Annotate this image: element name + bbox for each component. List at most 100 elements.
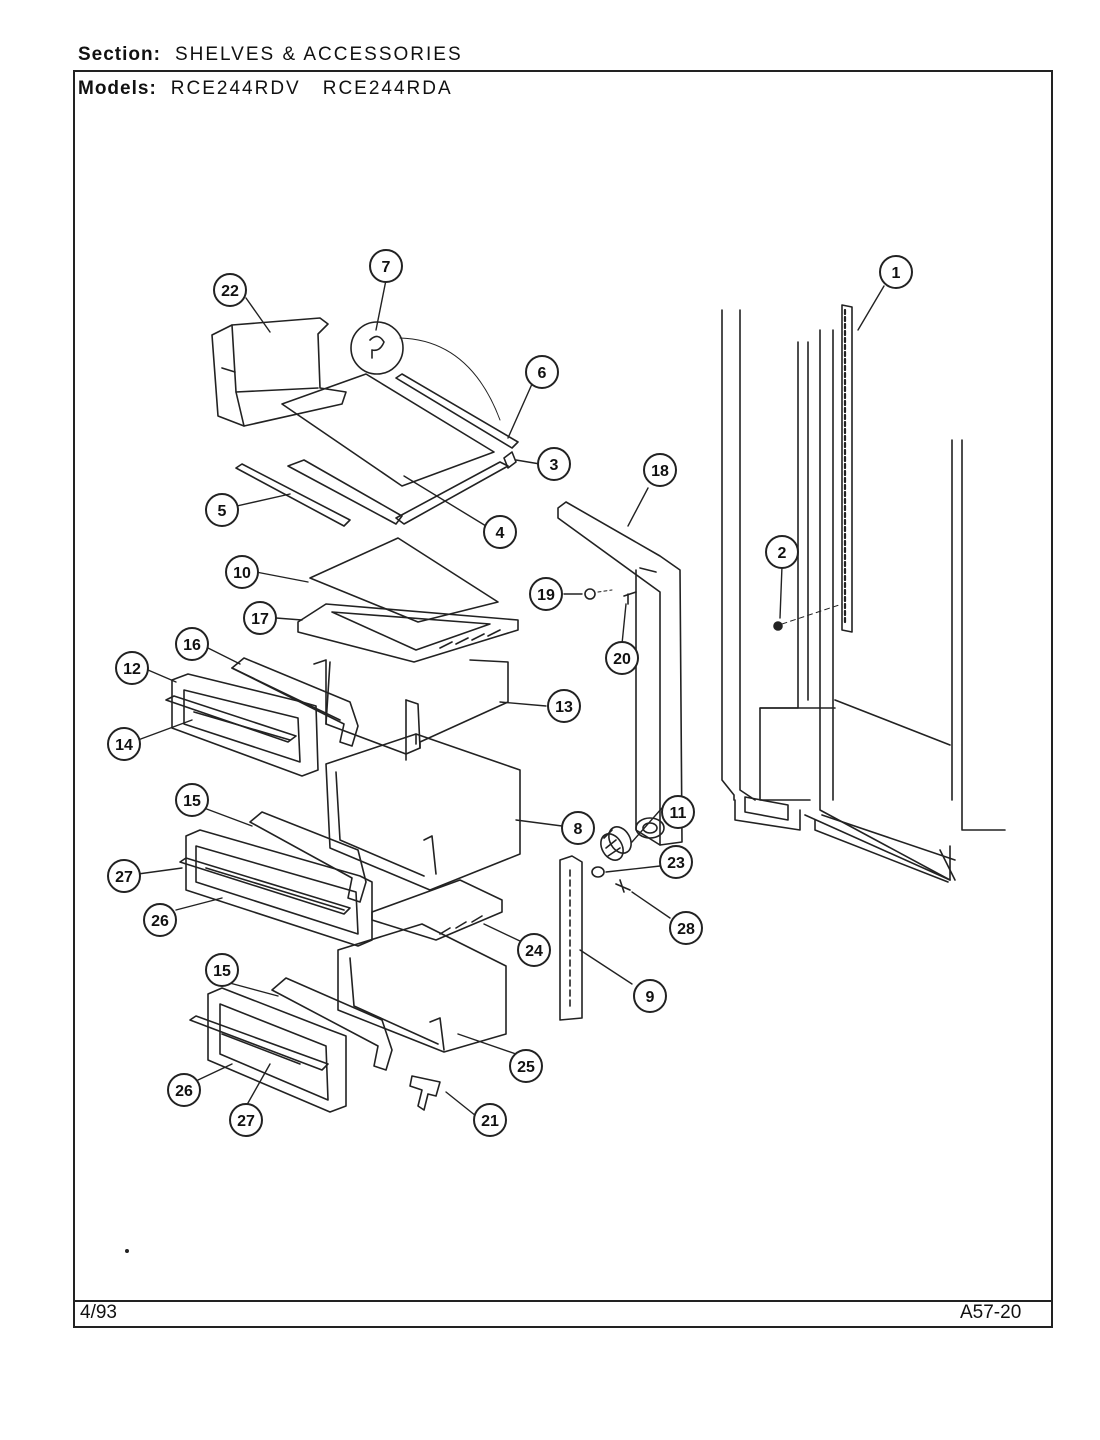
callout-16: 16: [175, 627, 209, 661]
callout-number-15-upper: 15: [183, 793, 201, 810]
page-code: A57-20: [960, 1302, 1022, 1323]
callout-24: 24: [517, 933, 551, 967]
callout-23: 23: [659, 845, 693, 879]
callout-circles: 1 2 3 4 5 6 7 8 9 10 11 12 13 14 15 15 1…: [107, 249, 913, 1137]
callout-22: 22: [213, 273, 247, 307]
clip-part-21: [409, 1075, 441, 1111]
glass-cover-part-10: [309, 537, 499, 623]
nut-part-23: [591, 866, 605, 878]
callout-number-18: 18: [651, 463, 669, 480]
callout-17: 17: [243, 601, 277, 635]
crisper-drawer-part-13: [313, 659, 509, 761]
callout-number-27-upper: 27: [115, 869, 133, 886]
callout-number-9: 9: [646, 989, 655, 1006]
callout-number-27-lower: 27: [237, 1113, 255, 1130]
models-label: Models:: [78, 78, 157, 99]
coupling-part-11: [600, 826, 632, 861]
drawer-front-part-12: [171, 673, 319, 777]
callout-6: 6: [525, 355, 559, 389]
callout-number-16: 16: [183, 637, 201, 654]
callout-4: 4: [483, 515, 517, 549]
footer-divider: [73, 1300, 1053, 1302]
callout-number-8: 8: [574, 821, 583, 838]
shelf-end-cap-part-22: [211, 317, 347, 427]
fastener-part-3: [503, 451, 517, 469]
detail-circle-part-7: [350, 321, 501, 421]
callout-18: 18: [643, 453, 677, 487]
cabinet-outline: [721, 309, 1006, 883]
callout-number-20: 20: [613, 651, 631, 668]
callout-14: 14: [107, 727, 141, 761]
callout-number-15-lower: 15: [213, 963, 231, 980]
drawer-rail-part-15-upper: [249, 811, 367, 903]
callout-number-26-lower: 26: [175, 1083, 193, 1100]
model-number-2: RCE244RDA: [322, 78, 453, 99]
callout-number-6: 6: [538, 365, 547, 382]
callout-10: 10: [225, 555, 259, 589]
handle-part-27-lower: [189, 1015, 329, 1071]
handle-part-27-upper: [179, 857, 351, 915]
cover-frame-part-17: [297, 603, 519, 663]
screw-part-2: [773, 603, 843, 631]
callout-number-14: 14: [115, 737, 133, 754]
diagram-frame: [73, 70, 1053, 1328]
callout-number-11: 11: [670, 805, 687, 822]
trim-part-6: [395, 373, 519, 449]
cap-part-19: [584, 588, 613, 600]
callout-5: 5: [205, 493, 239, 527]
callout-7: 7: [369, 249, 403, 283]
callout-9: 9: [633, 979, 667, 1013]
callout-number-22: 22: [221, 283, 239, 300]
callout-13: 13: [547, 689, 581, 723]
callout-19: 19: [529, 577, 563, 611]
callout-number-5: 5: [218, 503, 227, 520]
section-label: Section:: [78, 44, 161, 65]
callout-number-2: 2: [778, 545, 787, 562]
model-number-1: RCE244RDV: [170, 78, 301, 99]
callout-25: 25: [509, 1049, 543, 1083]
callout-number-19: 19: [537, 587, 555, 604]
screw-part-28: [615, 879, 631, 893]
callout-11: 11: [661, 795, 695, 829]
handle-part-14: [165, 695, 297, 743]
callout-number-7: 7: [382, 259, 391, 276]
callout-12: 12: [115, 651, 149, 685]
bracket-part-9: [559, 855, 583, 1021]
callout-20: 20: [605, 641, 639, 675]
section-title: SHELVES & ACCESSORIES: [174, 44, 463, 65]
callout-number-3: 3: [550, 457, 559, 474]
callout-28: 28: [669, 911, 703, 945]
callout-21: 21: [473, 1103, 507, 1137]
models-header: Models: RCE244RDV RCE244RDA: [78, 78, 453, 100]
callout-number-26-upper: 26: [151, 913, 169, 930]
drawer-part-25: [337, 923, 507, 1053]
callout-number-13: 13: [555, 699, 573, 716]
callout-26-upper: 26: [143, 903, 177, 937]
shelf-ladder-part-1: [841, 304, 853, 633]
drawer-front-part-26-lower: [207, 987, 347, 1113]
revision-date: 4/93: [80, 1302, 117, 1323]
callout-number-17: 17: [251, 611, 269, 628]
callout-1: 1: [879, 255, 913, 289]
trim-part-5: [235, 463, 351, 527]
callout-3: 3: [537, 447, 571, 481]
stray-dot: [125, 1249, 130, 1254]
drawer-rail-part-15-lower: [271, 977, 393, 1071]
callout-27-upper: 27: [107, 859, 141, 893]
callout-number-21: 21: [481, 1113, 499, 1130]
callout-number-12: 12: [123, 661, 141, 678]
callout-number-24: 24: [525, 943, 543, 960]
callout-15-lower: 15: [205, 953, 239, 987]
callout-15-upper: 15: [175, 783, 209, 817]
drawer-rail-part-16: [231, 657, 359, 747]
callout-number-25: 25: [517, 1059, 535, 1076]
drawer-front-part-26-upper: [185, 829, 373, 947]
drawer-part-8: [325, 733, 521, 891]
callout-number-28: 28: [677, 921, 695, 938]
callout-number-10: 10: [233, 565, 251, 582]
section-header: Section: SHELVES & ACCESSORIES: [78, 44, 463, 66]
callout-27-lower: 27: [229, 1103, 263, 1137]
callout-8: 8: [561, 811, 595, 845]
callout-number-23: 23: [667, 855, 685, 872]
